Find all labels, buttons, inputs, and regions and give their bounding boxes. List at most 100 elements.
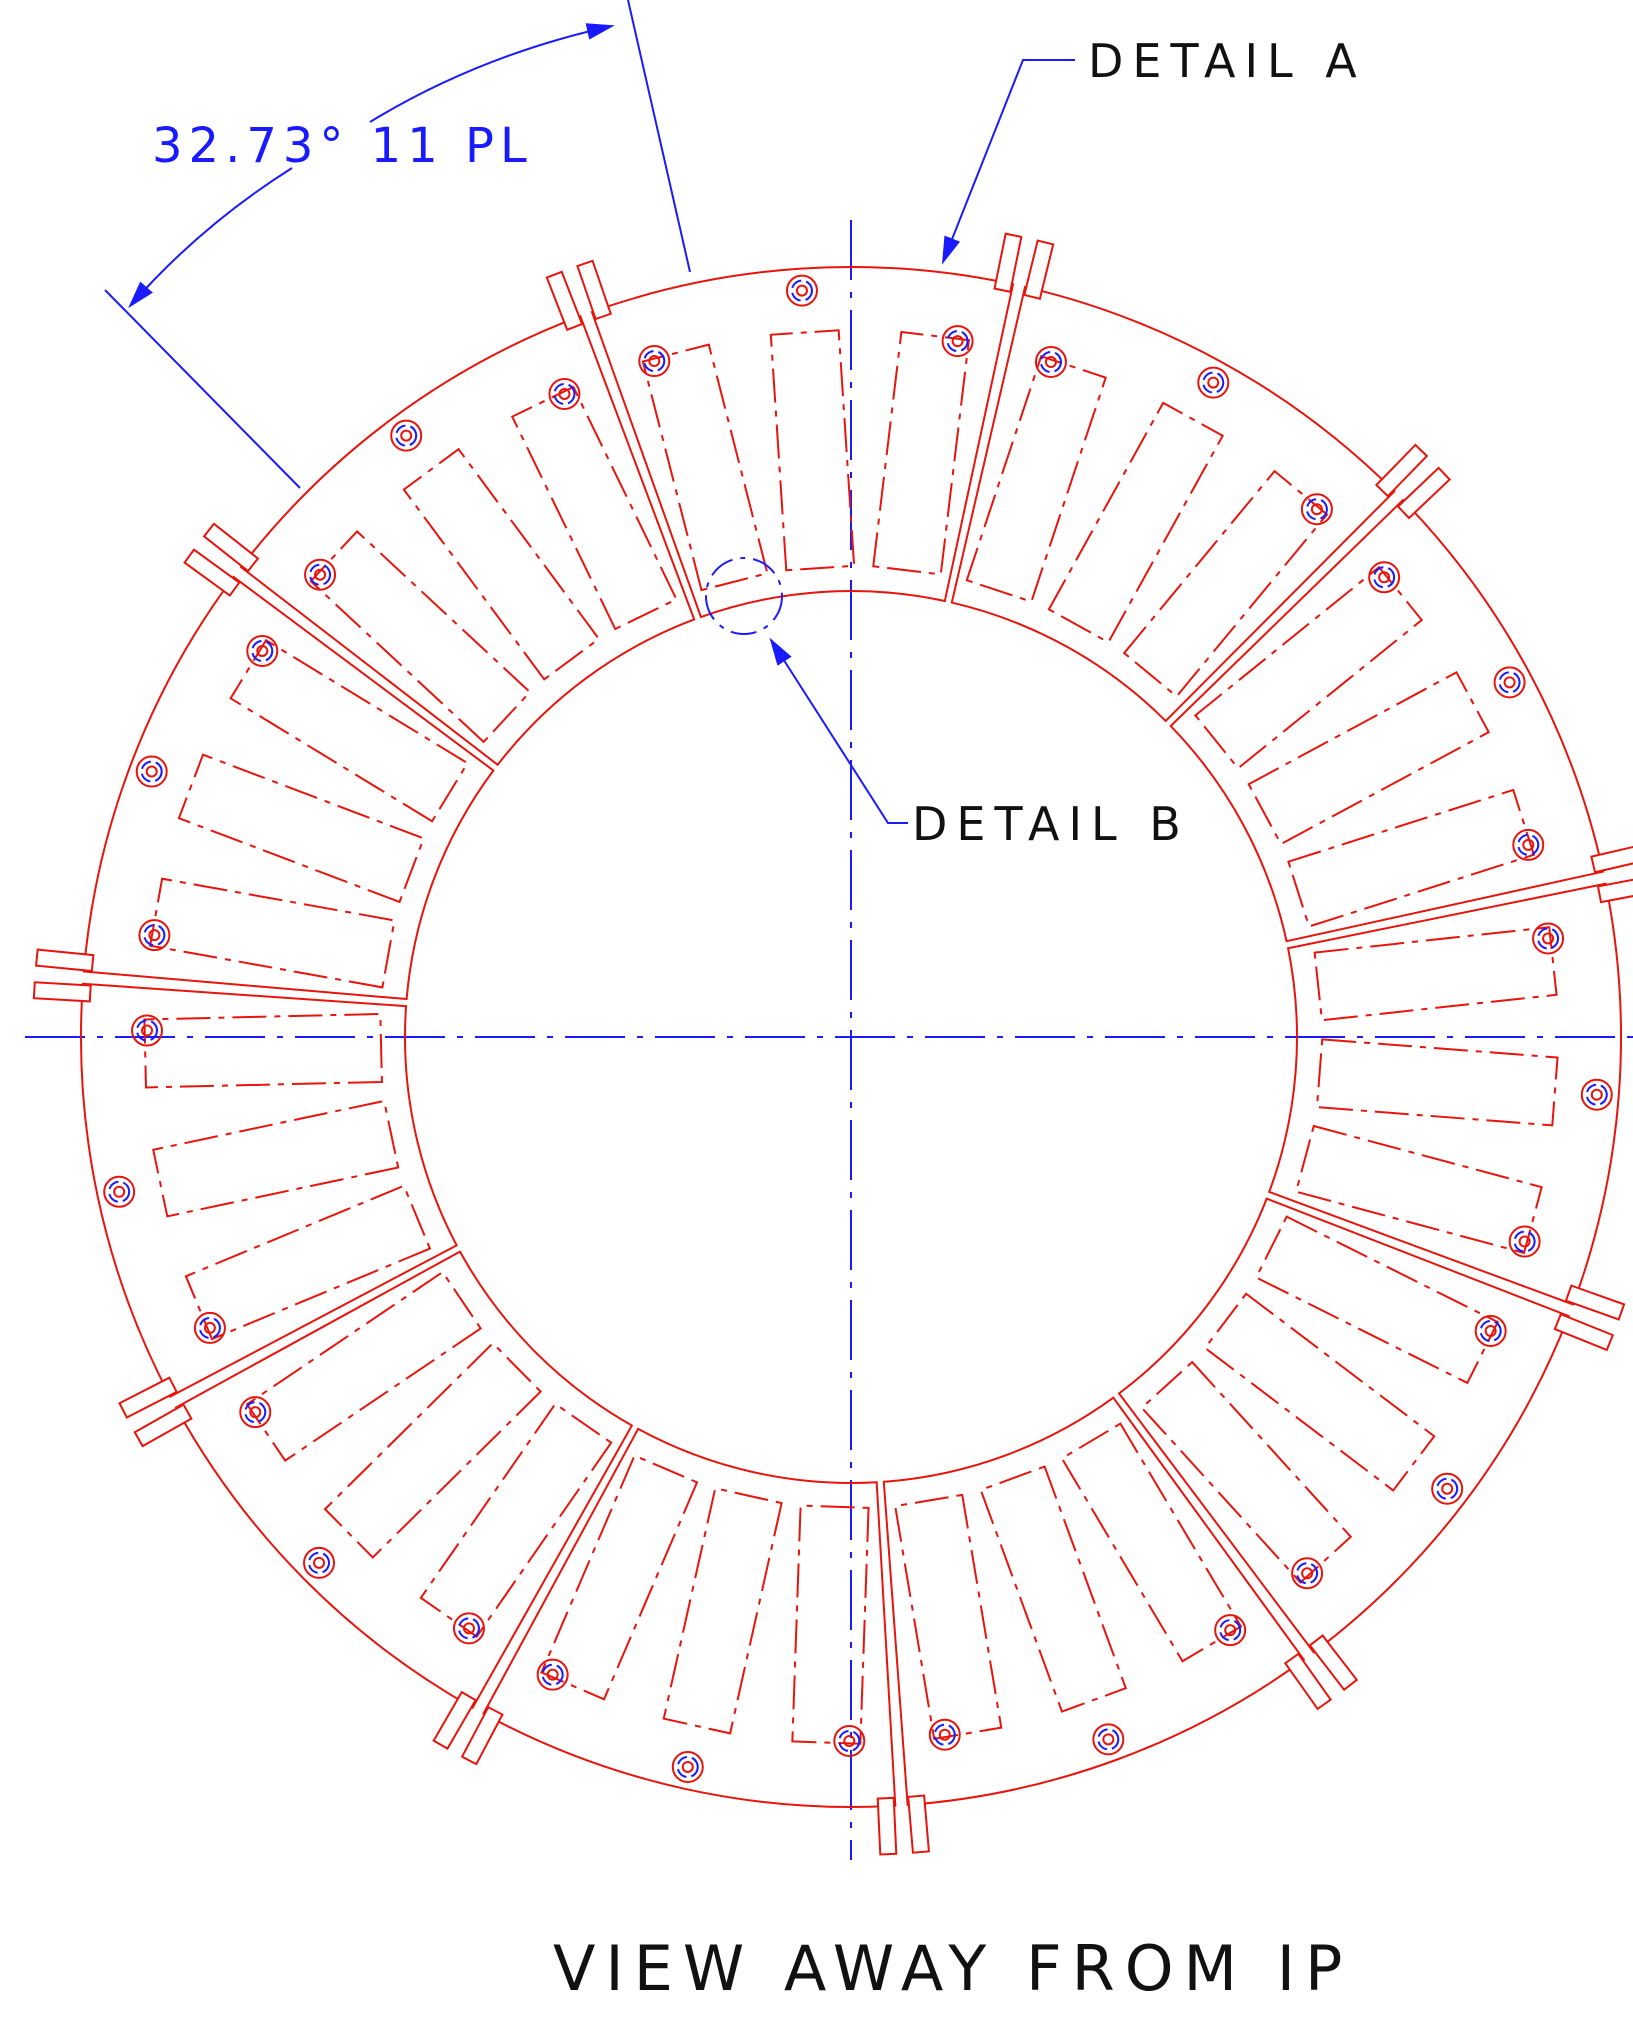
angle-dimension [104, 0, 691, 489]
bolt-hole [536, 1658, 569, 1691]
slot-outline [143, 1012, 383, 1089]
mounting-tab [1553, 1312, 1615, 1352]
segment-outline [882, 1396, 1306, 1806]
slot-outline [1287, 788, 1536, 928]
bolt-hole [1300, 493, 1333, 526]
mounting-tab [576, 259, 613, 321]
segment-outline [1267, 882, 1622, 1306]
segment-outline [1117, 1197, 1570, 1654]
slot-outline [245, 1270, 483, 1462]
segment-outline [80, 982, 458, 1399]
mounting-tab [34, 948, 95, 973]
ring-segment [460, 1427, 898, 1856]
segment-outline [590, 266, 1015, 619]
mounting-tab [32, 981, 92, 1003]
bolt-hole [1431, 1472, 1464, 1505]
mounting-tab [1283, 1652, 1333, 1711]
mounting-tab [432, 1690, 477, 1750]
mounting-tab [460, 1705, 504, 1766]
bolt-hole [638, 345, 671, 378]
slot-outline [1060, 1422, 1243, 1663]
bolt-hole [1197, 366, 1230, 399]
ring-segment [1169, 466, 1633, 943]
mounting-tab [1023, 239, 1055, 300]
mounting-tab [202, 522, 260, 573]
mounting-tab [1564, 1284, 1626, 1321]
segment-outline [1169, 498, 1605, 943]
slot-outline [1315, 1038, 1559, 1127]
dimension-arc-right [369, 23, 615, 123]
bolt-hole [239, 1396, 272, 1429]
slot-outline [1140, 1360, 1353, 1584]
bolt-hole [1580, 1078, 1613, 1111]
bolt-hole [1214, 1614, 1247, 1647]
ring-assembly [32, 232, 1633, 1856]
bolt-hole [135, 755, 168, 788]
bolt-hole [1512, 828, 1545, 861]
slot-outline [419, 1402, 613, 1638]
mounting-tab [907, 1794, 930, 1854]
mounting-tab [993, 232, 1023, 293]
extension-line-right [627, 0, 691, 273]
detail-b-leader [769, 637, 908, 824]
ring-segment [1267, 878, 1633, 1321]
bolt-hole [452, 1612, 485, 1645]
segment-outline [950, 285, 1396, 723]
slot-outline [229, 638, 469, 823]
detail-a-label: DETAIL A [1088, 34, 1366, 88]
slot-outline [894, 1493, 1003, 1741]
mounting-tab [118, 1376, 179, 1419]
slot-outline [510, 385, 678, 631]
ring-segment [950, 239, 1429, 723]
slot-outline [184, 1184, 432, 1341]
bolt-hole [928, 1718, 961, 1751]
bolt-hole [1532, 922, 1565, 955]
view-title: VIEW AWAY FROM IP [553, 1932, 1352, 2005]
slot-outline [641, 343, 769, 592]
bolt-hole [1493, 666, 1526, 699]
ring-segment [882, 1396, 1333, 1854]
mounting-tab [1596, 878, 1633, 904]
slot-outline [791, 1504, 870, 1745]
segment-outline [239, 314, 696, 767]
bolt-hole [138, 919, 171, 952]
ring-segment [576, 232, 1023, 619]
slot-outline [1247, 670, 1491, 846]
mounting-tab [1374, 443, 1429, 498]
ring-segment [202, 270, 696, 767]
slot-outline [309, 529, 532, 744]
slot-outline [323, 1341, 543, 1559]
bolt-hole [193, 1311, 226, 1344]
segment-outline [482, 1427, 897, 1808]
bolt-hole [785, 274, 818, 307]
bolt-hole [548, 377, 581, 410]
mounting-tab [1396, 466, 1452, 520]
dimension-arc-left [128, 167, 293, 309]
mounting-tab [1308, 1634, 1359, 1692]
ring-segment [34, 548, 495, 1001]
slot-outline [148, 877, 396, 989]
mounting-tab [133, 1403, 193, 1448]
slot-outline [1122, 469, 1329, 698]
segment-outline [82, 575, 495, 1001]
bolt-hole [941, 325, 974, 358]
mounting-tab [183, 548, 241, 597]
detail-b-circle [705, 557, 783, 635]
mounting-tab [876, 1796, 898, 1856]
bolt-hole [1291, 1557, 1324, 1590]
bolt-hole [131, 1014, 164, 1047]
slot-outline [1294, 1124, 1543, 1255]
bolt-hole [103, 1175, 136, 1208]
slot-outline [1193, 565, 1424, 770]
slot-outline [1254, 1215, 1500, 1385]
slot-outline [152, 1099, 400, 1218]
slot-outline [402, 447, 601, 681]
bolt-hole [1368, 561, 1401, 594]
bolt-hole [1474, 1314, 1507, 1347]
bolt-hole [1508, 1225, 1541, 1258]
slot-outline [662, 1487, 783, 1735]
slot-outline [872, 330, 971, 576]
slot-outline [979, 1465, 1128, 1713]
detail-b-label: DETAIL B [912, 797, 1190, 851]
